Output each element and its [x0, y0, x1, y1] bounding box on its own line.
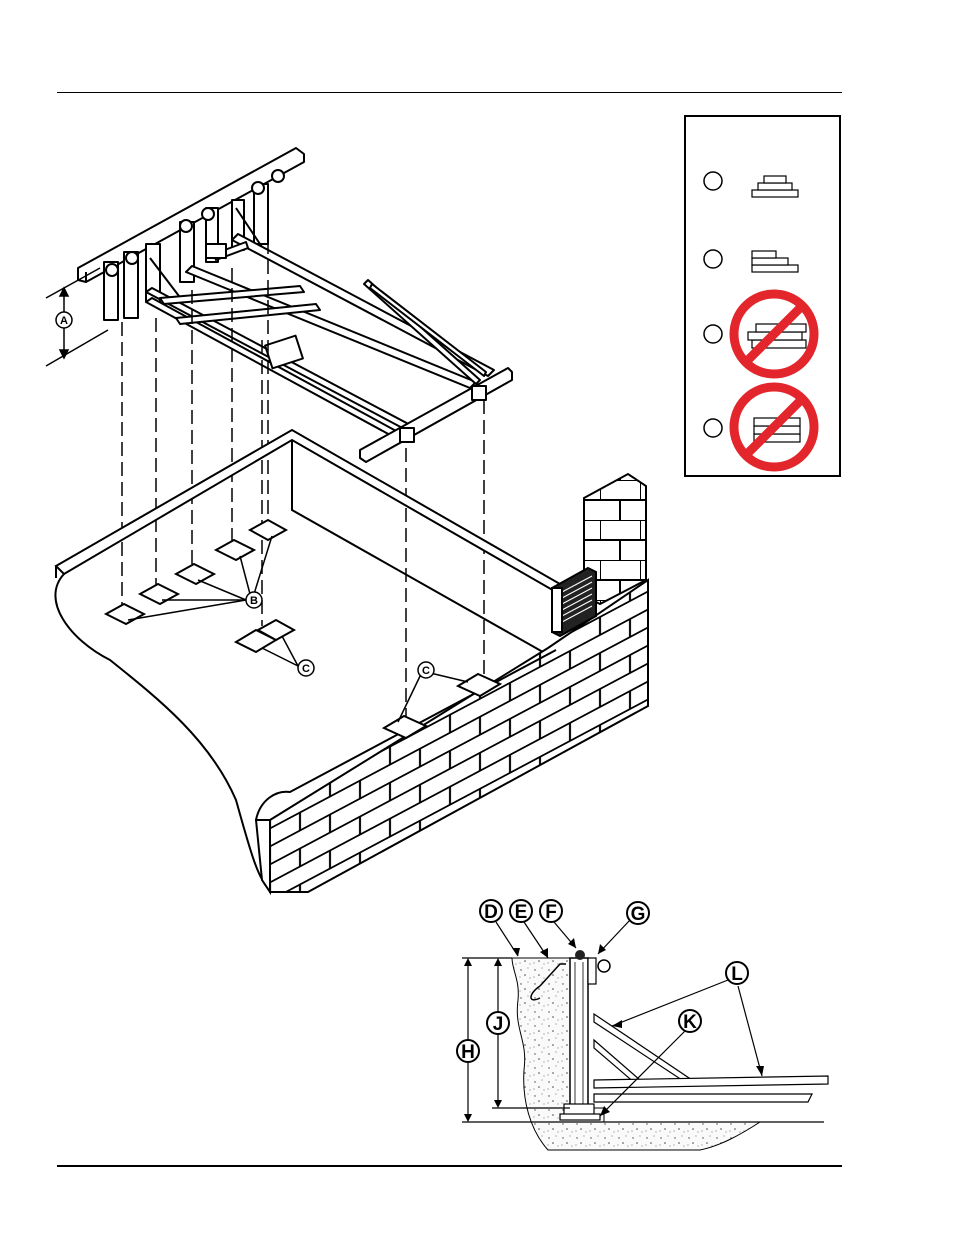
- callout-c-right: C: [422, 665, 430, 677]
- leveler-post: [570, 958, 588, 1110]
- callout-l: L: [731, 964, 743, 985]
- legend-item-1-marker: [704, 172, 722, 190]
- callout-h: H: [461, 1042, 475, 1063]
- callout-b: B: [250, 595, 258, 607]
- callout-a: A: [60, 315, 68, 327]
- callout-k: K: [683, 1012, 697, 1033]
- legend-item-4-marker: [704, 419, 722, 437]
- callout-j: J: [493, 1014, 504, 1035]
- brick-wall-front: [270, 580, 648, 892]
- shim-legend: [685, 116, 840, 476]
- leader-lines: [128, 536, 468, 722]
- legend-item-3-marker: [704, 325, 722, 343]
- section-detail: [462, 920, 828, 1150]
- section-callouts: D E F G L K J H: [457, 900, 748, 1063]
- callout-e: E: [515, 902, 528, 923]
- pit-floor-edge: [55, 574, 270, 890]
- callout-d: D: [484, 902, 498, 923]
- legend-item-2-marker: [704, 250, 722, 268]
- dimension-a: [46, 268, 108, 366]
- concrete-section: [512, 958, 760, 1150]
- callout-c-left: C: [302, 663, 310, 675]
- hinge-pin: [575, 950, 585, 960]
- callout-f: F: [545, 902, 557, 923]
- callout-g: G: [631, 904, 646, 925]
- dock-leveler-frame: [78, 148, 512, 462]
